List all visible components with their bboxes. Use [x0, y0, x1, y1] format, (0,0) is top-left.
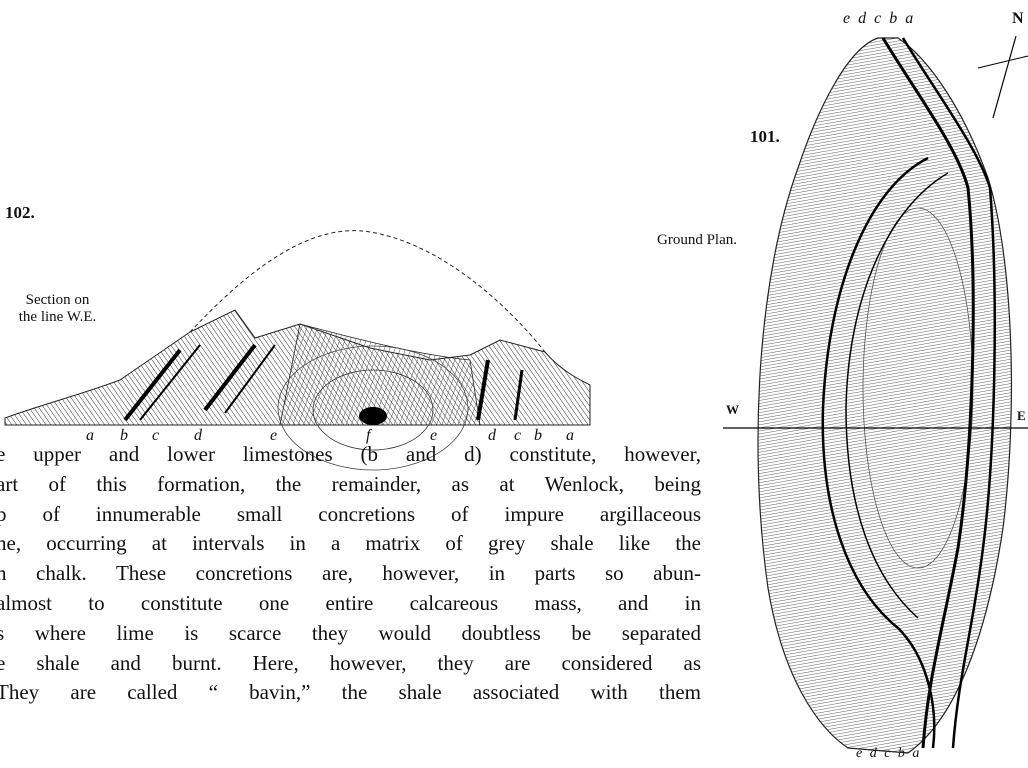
- text-line: almost to constitute one entire calcareo…: [0, 589, 701, 619]
- text-line: They are called “ bavin,” the shale asso…: [0, 678, 701, 708]
- text-line: p of innumerable small concretions of im…: [0, 500, 701, 530]
- text-line: e upper and lower limestones (b and d) c…: [0, 440, 701, 470]
- text-line: e shale and burnt. Here, however, they a…: [0, 649, 701, 679]
- figure-101-caption: Ground Plan.: [657, 232, 737, 249]
- body-paragraph: e upper and lower limestones (b and d) c…: [0, 440, 701, 708]
- compass-north: N: [1012, 10, 1024, 28]
- text-line: ne, occurring at intervals in a matrix o…: [0, 529, 701, 559]
- north-arrow: [993, 36, 1016, 118]
- ground-plan-illustration: [728, 28, 1028, 768]
- section-illustration: [0, 220, 590, 440]
- text-line: n chalk. These concretions are, however,…: [0, 559, 701, 589]
- core-f: [359, 407, 387, 425]
- text-line: s where lime is scarce they would doubtl…: [0, 619, 701, 649]
- text-line: art of this formation, the remainder, as…: [0, 470, 701, 500]
- top-letters: e d c b a: [843, 10, 915, 28]
- outcrop-outline: [758, 38, 1011, 753]
